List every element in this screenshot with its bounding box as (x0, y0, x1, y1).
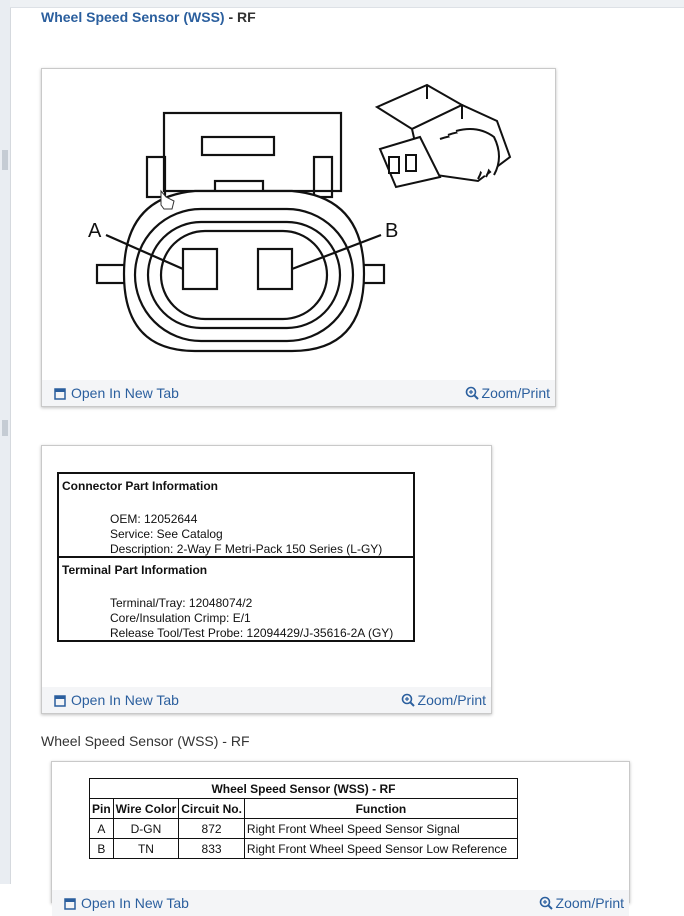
circuit-cell: 872 (178, 818, 245, 839)
zoom-icon (539, 896, 553, 910)
zoom-print-label: Zoom/Print (417, 692, 486, 708)
pin-a-label: A (88, 220, 102, 242)
part-info-panel: Connector Part Information OEM: 12052644… (41, 445, 492, 714)
left-scroll-rail[interactable] (0, 0, 11, 884)
open-in-new-tab-label: Open In New Tab (81, 895, 189, 911)
mount-ear-left (95, 263, 129, 285)
connector-shoulder-left (145, 155, 167, 199)
open-in-new-tab-link[interactable]: Open In New Tab (64, 895, 189, 911)
table-row: A D-GN 872 Right Front Wheel Speed Senso… (89, 818, 518, 839)
new-tab-icon (64, 898, 76, 910)
top-strip (10, 0, 684, 8)
open-in-new-tab-label: Open In New Tab (71, 692, 179, 708)
connector-inner-shell-2 (146, 220, 342, 330)
panel-footer: Open In New Tab Zoom/Print (42, 380, 555, 406)
part-info-table: Connector Part Information OEM: 12052644… (57, 472, 415, 642)
zoom-icon (401, 693, 415, 707)
function-cell: Right Front Wheel Speed Sensor Signal (243, 818, 518, 839)
open-in-new-tab-label: Open In New Tab (71, 385, 179, 401)
connector-body (122, 189, 366, 353)
pin-b-leader (291, 233, 382, 271)
table-row: B TN 833 Right Front Wheel Speed Sensor … (89, 838, 518, 859)
pinout-panel: Wheel Speed Sensor (WSS) - RF Pin Wire C… (51, 761, 630, 916)
connector-part-heading: Connector Part Information (62, 479, 219, 493)
pin-cell: B (89, 838, 114, 859)
pinout-table-title: Wheel Speed Sensor (WSS) - RF (89, 778, 518, 799)
page-title-main: Wheel Speed Sensor (WSS) (41, 9, 225, 25)
connector-cavity-outline (159, 229, 329, 321)
wire-color-cell: TN (112, 838, 180, 859)
oem-line: OEM: 12052644 (110, 512, 198, 526)
connector-3d-view (374, 83, 512, 189)
connector-part-section: Connector Part Information OEM: 12052644… (59, 474, 413, 556)
function-cell: Right Front Wheel Speed Sensor Low Refer… (243, 838, 518, 859)
header-wire-color: Wire Color (112, 798, 180, 819)
wire-color-cell: D-GN (112, 818, 180, 839)
circuit-cell: 833 (178, 838, 245, 859)
connector-diagram-panel: A B Open In New Tab Zoom/Print (41, 68, 556, 407)
release-tool-line: Release Tool/Test Probe: 12094429/J-3561… (110, 626, 394, 640)
header-pin: Pin (89, 798, 114, 819)
header-function: Function (243, 798, 518, 819)
zoom-print-link[interactable]: Zoom/Print (539, 895, 624, 911)
pinout-header-row: Pin Wire Color Circuit No. Function (89, 798, 518, 819)
terminal-tray-line: Terminal/Tray: 12048074/2 (110, 596, 253, 610)
pin-b-label: B (385, 220, 398, 242)
panel-footer: Open In New Tab Zoom/Print (42, 687, 491, 713)
open-in-new-tab-link[interactable]: Open In New Tab (54, 692, 179, 708)
page-title-suffix: - RF (224, 9, 256, 25)
zoom-print-label: Zoom/Print (481, 385, 550, 401)
open-in-new-tab-link[interactable]: Open In New Tab (54, 385, 179, 401)
connector-latch-window (200, 135, 276, 157)
description-line: Description: 2-Way F Metri-Pack 150 Seri… (110, 542, 383, 556)
service-line: Service: See Catalog (110, 527, 223, 541)
new-tab-icon (54, 388, 66, 400)
terminal-part-heading: Terminal Part Information (62, 563, 208, 577)
terminal-part-section: Terminal Part Information Terminal/Tray:… (59, 556, 413, 640)
crimp-line: Core/Insulation Crimp: E/1 (110, 611, 251, 625)
zoom-print-link[interactable]: Zoom/Print (465, 385, 550, 401)
rail-mark (2, 150, 8, 170)
pin-a-leader (105, 233, 184, 271)
page-title: Wheel Speed Sensor (WSS) - RF (41, 9, 256, 25)
panel-footer: Open In New Tab Zoom/Print (52, 890, 629, 916)
zoom-print-link[interactable]: Zoom/Print (401, 692, 486, 708)
zoom-print-label: Zoom/Print (555, 895, 624, 911)
section-label: Wheel Speed Sensor (WSS) - RF (41, 733, 250, 749)
zoom-icon (465, 386, 479, 400)
hand-cursor-icon (160, 189, 175, 210)
connector-inner-shell-1 (133, 207, 355, 343)
connector-face-diagram: A B (88, 83, 512, 353)
pinout-table: Wheel Speed Sensor (WSS) - RF Pin Wire C… (89, 778, 518, 859)
pin-cell: A (89, 818, 114, 839)
new-tab-icon (54, 695, 66, 707)
rail-mark (2, 420, 8, 436)
header-circuit-no: Circuit No. (178, 798, 245, 819)
